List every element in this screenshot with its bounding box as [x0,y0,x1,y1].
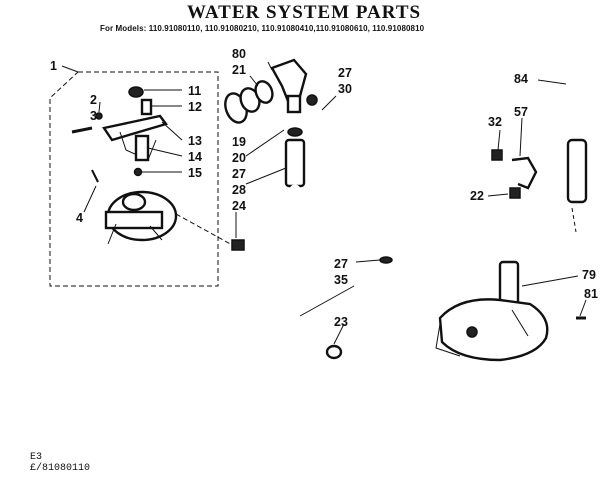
callout-3: 3 [90,109,97,123]
callout-13: 13 [188,134,202,148]
reference-line-2: £/81080110 [30,463,91,474]
clamp-32 [491,149,503,161]
callout-21: 21 [232,63,246,77]
washer-27 [287,127,303,137]
tub-outlet-79 [435,260,549,362]
hose-84-guide [571,207,577,233]
clamp-24 [231,239,245,251]
callout-79: 79 [582,268,596,282]
callout-12: 12 [188,100,202,114]
callout-27b: 27 [338,66,352,80]
callout-15: 15 [188,166,202,180]
callout-81: 81 [584,287,598,301]
diagram-title: WATER SYSTEM PARTS [186,2,422,23]
callout-2: 2 [90,93,97,107]
callout-4: 4 [76,211,83,225]
elbow-57 [511,156,538,190]
callout-24: 24 [232,199,246,213]
leader-lines [61,61,587,345]
callout-30: 30 [338,82,352,96]
valve-group-enclosure [49,71,219,287]
callout-57: 57 [514,105,528,119]
callout-28: 28 [232,183,246,197]
callout-84: 84 [514,72,528,86]
inlet-valve-assembly [71,86,178,245]
callout-22: 22 [470,189,484,203]
clamp-27-lower [379,256,393,264]
clamp-22 [509,187,521,199]
callout-27a: 27 [232,167,246,181]
callout-35: 35 [334,273,348,287]
reference-line-1: E3 [30,452,43,463]
callout-1: 1 [50,59,57,73]
clamp-23 [325,344,343,360]
column-28 [284,138,306,188]
callout-14: 14 [188,150,202,164]
callout-23: 23 [334,315,348,329]
model-list: For Models: 110.91080110, 110.91080210, … [100,24,425,33]
reference-code: E3 £/81080110 [30,452,90,474]
callout-32: 32 [488,115,502,129]
fill-hose-line [175,213,235,247]
callout-27c: 27 [334,257,348,271]
callout-80: 80 [232,47,246,61]
callout-11: 11 [188,84,201,98]
fill-fittings [224,58,318,124]
tube-84-lower [566,138,588,204]
callout-19: 19 [232,135,246,149]
callout-20: 20 [232,151,246,165]
